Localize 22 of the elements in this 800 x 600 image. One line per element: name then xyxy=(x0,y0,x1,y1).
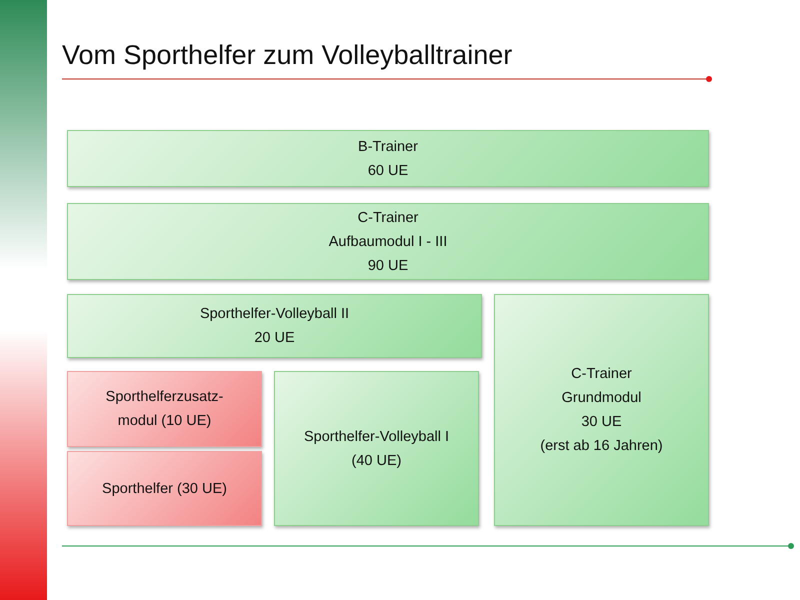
module-box xyxy=(494,294,709,526)
module-label: 90 UE xyxy=(368,256,408,276)
module-box xyxy=(67,130,709,187)
module-label: 20 UE xyxy=(254,329,295,348)
module-label: 60 UE xyxy=(368,162,408,180)
module-box xyxy=(67,203,709,280)
module-label: C-Trainer xyxy=(358,208,418,228)
module-box xyxy=(67,371,262,447)
module-label: B-Trainer xyxy=(358,138,418,156)
module-label: Sporthelfer (30 UE) xyxy=(102,480,227,498)
module-box xyxy=(67,294,482,358)
module-label: Sporthelferzusatz-modul (10 UE) xyxy=(104,388,224,431)
module-label: 30 UE xyxy=(581,413,622,432)
module-box xyxy=(274,371,479,526)
module-box xyxy=(67,451,262,526)
module-label: Aufbaumodul I - III xyxy=(328,232,448,252)
module-label: Sporthelfer-Volleyball II xyxy=(200,305,350,324)
slide-title: Vom Sporthelfer zum Volleyballtrainer xyxy=(62,40,512,71)
module-label: Grundmodul xyxy=(562,389,642,408)
module-label: C-Trainer xyxy=(571,365,632,384)
module-label: (erst ab 16 Jahren) xyxy=(540,437,663,456)
module-label: Sporthelfer-Volleyball I (40 UE) xyxy=(302,428,450,470)
